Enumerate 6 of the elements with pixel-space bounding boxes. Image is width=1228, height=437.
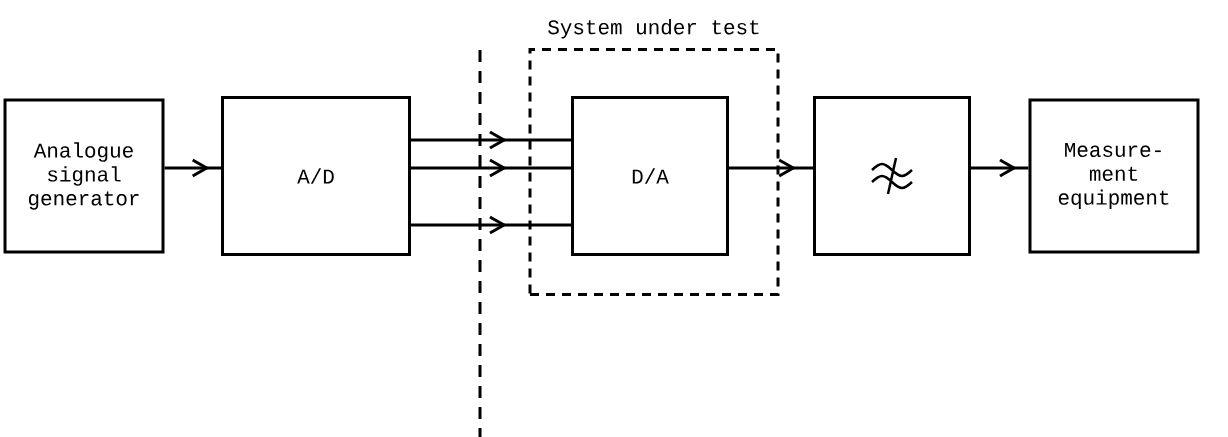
process-box: Measure- ment equipment [1028, 98, 1200, 254]
process-box: Analogue signal generator [3, 98, 165, 254]
node-label: System under test [548, 19, 759, 39]
filter-box [813, 96, 971, 256]
process-box: A/D [221, 96, 411, 256]
process-box: D/A [571, 96, 729, 256]
